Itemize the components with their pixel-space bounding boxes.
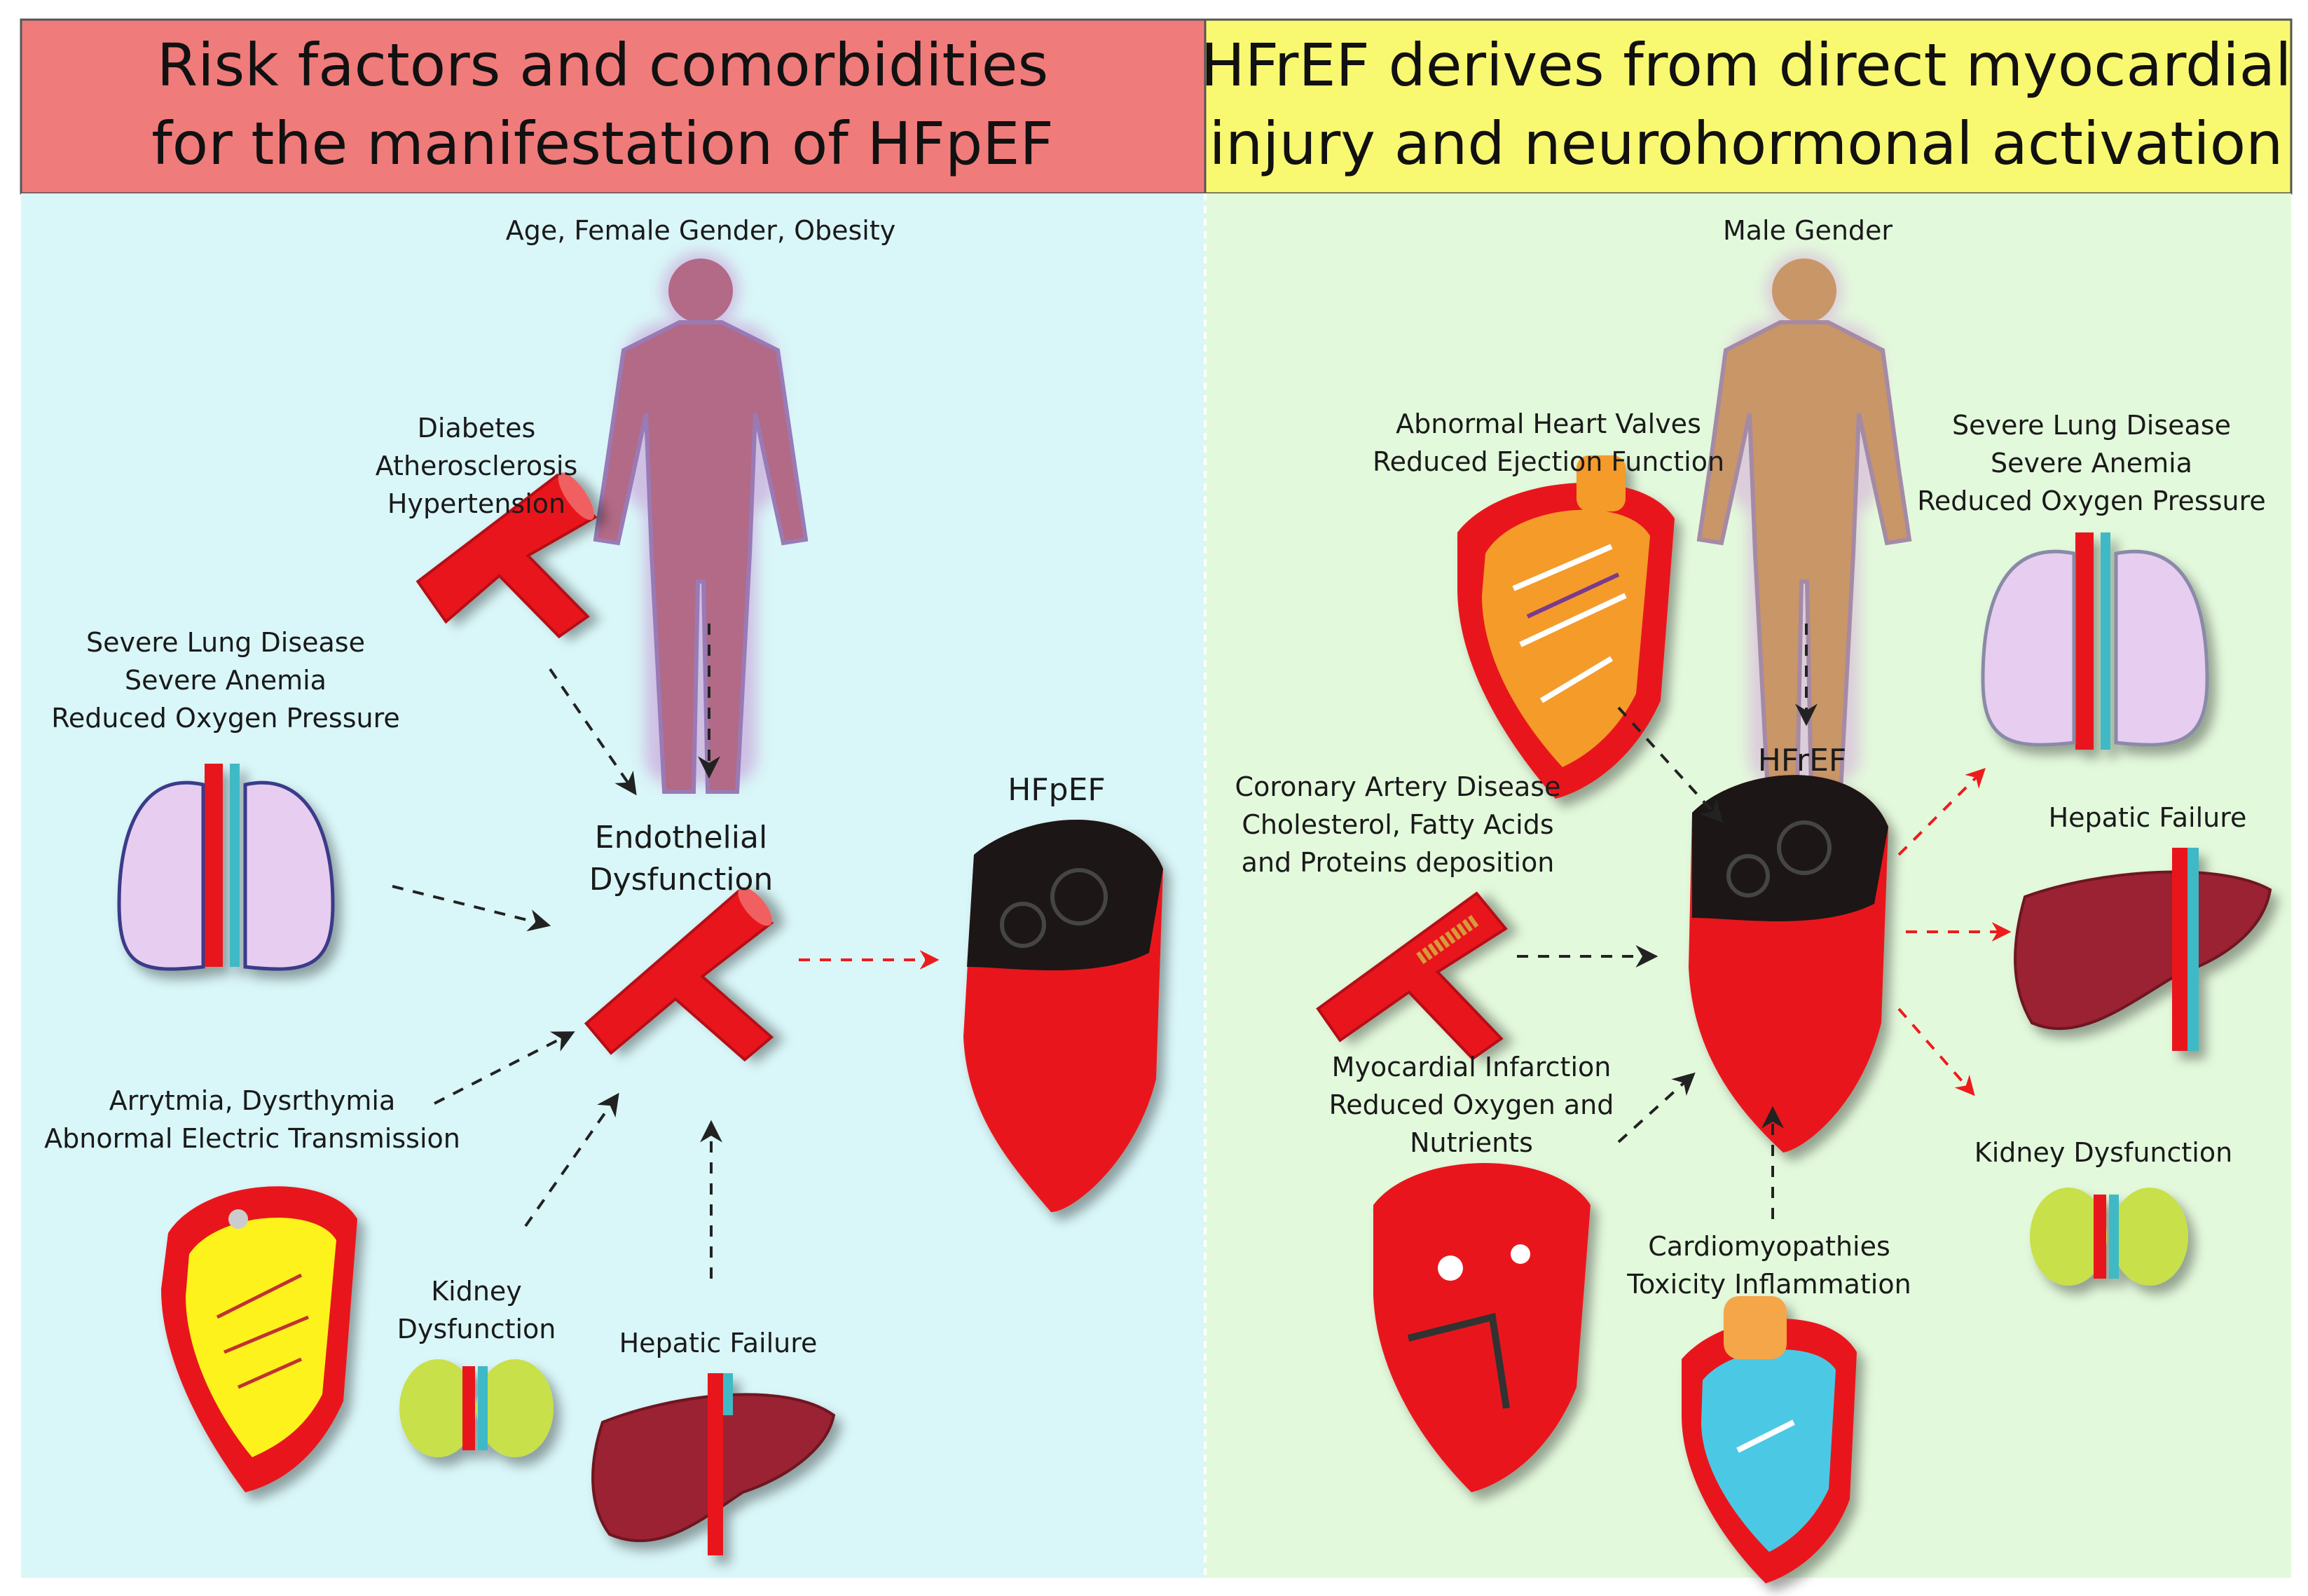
heart-valves-icon (1457, 455, 1675, 799)
liver-left-icon (591, 1373, 836, 1555)
label-age-female-obesity: Age, Female Gender, Obesity (506, 215, 895, 246)
label-arrythmia: Arrytmia, Dysrthymia (109, 1085, 395, 1116)
label-hepatic-left: Hepatic Failure (619, 1328, 818, 1358)
label-reduced-oxygen-right: Reduced Oxygen Pressure (1917, 486, 2266, 516)
left-header-bar (20, 18, 1207, 195)
label-severe-lung-disease-left: Severe Lung Disease (86, 627, 365, 658)
heart-hfpef-icon (963, 820, 1163, 1212)
heart-hfref-icon (1689, 775, 1888, 1153)
arrow-diabetes-to-endothelial (549, 668, 637, 796)
label-kidney-dysfunction-right: Kidney Dysfunction (1974, 1137, 2232, 1168)
kidney-right-icon (2030, 1188, 2188, 1286)
left-header-line-2: for the manifestation of HFpEF (151, 109, 1054, 178)
label-myocardial-infarction: Myocardial Infarction (1332, 1052, 1612, 1082)
label-abnormal-electric: Abnormal Electric Transmission (44, 1123, 460, 1154)
left-header-line-1: Risk factors and comorbidities (157, 31, 1048, 99)
label-hepatic-right: Hepatic Failure (2049, 802, 2247, 833)
label-cholesterol: Cholesterol, Fatty Acids (1242, 809, 1553, 840)
right-arrows (1517, 624, 2012, 1219)
arrow-valves-to-hfref (1617, 706, 1724, 823)
artery-endothelial-icon (584, 887, 774, 1062)
label-dysfunction: Dysfunction (589, 862, 774, 897)
right-header-line-1: HFrEF derives from direct myocardial (1201, 31, 2292, 99)
artery-coronary-icon (1316, 891, 1508, 1061)
lungs-right-icon (1981, 532, 2209, 750)
label-diabetes: Diabetes (418, 413, 536, 443)
arrow-arrythmia-to-endothelial (434, 1031, 575, 1105)
heart-arrythmia-icon (161, 1186, 357, 1492)
male-body-icon (1696, 252, 1912, 794)
right-header-line-2: injury and neurohormonal activation (1209, 109, 2283, 178)
left-arrows (392, 624, 940, 1279)
label-male-gender: Male Gender (1723, 215, 1893, 246)
artery-diabetes-icon (415, 472, 598, 639)
label-abnormal-heart-valves: Abnormal Heart Valves (1396, 408, 1701, 439)
label-severe-anemia-right: Severe Anemia (1991, 448, 2192, 479)
label-kidney-dysfunction-left: Dysfunction (397, 1314, 556, 1344)
label-nutrients: Nutrients (1410, 1127, 1533, 1158)
label-coronary-artery: Coronary Artery Disease (1235, 771, 1561, 802)
heart-myocardial-infarction-icon (1373, 1163, 1591, 1492)
kidney-left-icon (399, 1359, 554, 1457)
label-kidney-left: Kidney (431, 1276, 522, 1307)
label-proteins-deposition: and Proteins deposition (1242, 847, 1555, 878)
arrow-hfref-to-kidney (1897, 1007, 1975, 1096)
right-header-bar (1204, 18, 2293, 195)
label-reduced-oxygen-nutrients: Reduced Oxygen and (1329, 1089, 1614, 1120)
label-hfpef: HFpEF (1008, 772, 1105, 808)
lungs-left-icon (117, 764, 335, 971)
label-reduced-oxygen-left: Reduced Oxygen Pressure (51, 703, 400, 734)
label-hypertension: Hypertension (387, 488, 565, 519)
liver-right-icon (2014, 848, 2272, 1051)
label-severe-anemia-left: Severe Anemia (125, 665, 327, 696)
label-atherosclerosis: Atherosclerosis (376, 450, 578, 481)
label-hfref: HFrEF (1758, 743, 1846, 778)
label-endothelial: Endothelial (595, 820, 767, 855)
heart-cardiomyopathy-icon (1682, 1296, 1857, 1583)
arrow-lungs-to-endothelial (392, 885, 551, 932)
arrow-mi-to-hfref (1617, 1072, 1696, 1143)
arrow-kidney-to-endothelial (524, 1092, 619, 1227)
label-severe-lung-disease-right: Severe Lung Disease (1952, 410, 2231, 441)
label-toxicity-inflammation: Toxicity Inflammation (1626, 1269, 1911, 1300)
label-reduced-ejection: Reduced Ejection Function (1373, 446, 1724, 477)
label-cardiomyopathies: Cardiomyopathies (1648, 1231, 1890, 1262)
female-body-icon (593, 252, 809, 794)
